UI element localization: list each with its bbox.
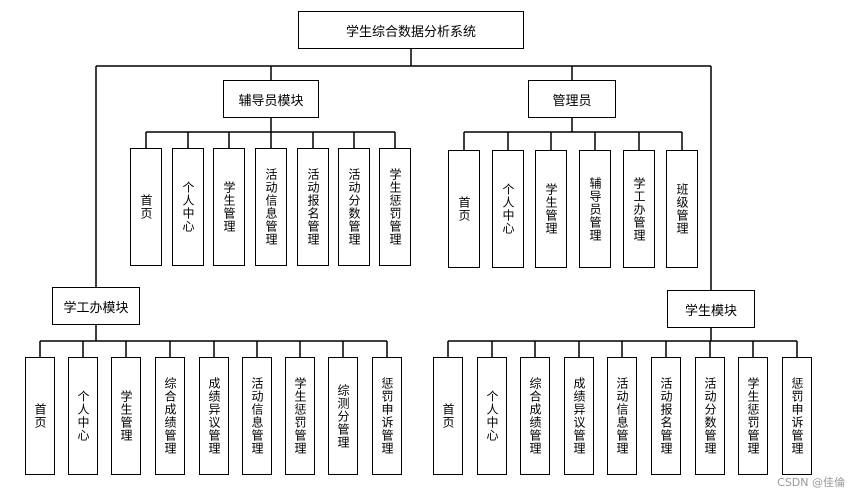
office-leaf-node: 学生惩罚管理 [285, 357, 315, 475]
student-leaf-node: 学生惩罚管理 [738, 357, 768, 475]
counselor-leaf-label: 首页 [139, 194, 153, 220]
office-leaf-node: 惩罚申诉管理 [372, 357, 402, 475]
office-leaf-label: 学生惩罚管理 [293, 377, 307, 455]
office-module-node: 学工办模块 [52, 287, 140, 325]
counselor-leaf-label: 个人中心 [181, 181, 195, 233]
office-leaf-node: 活动信息管理 [242, 357, 272, 475]
admin-leaf-node: 个人中心 [492, 150, 524, 268]
office-leaf-node: 个人中心 [68, 357, 98, 475]
root-node-label: 学生综合数据分析系统 [345, 24, 476, 40]
counselor-leaf-label: 学生管理 [222, 181, 236, 233]
student-leaf-label: 综合成绩管理 [528, 377, 542, 455]
office-leaf-label: 学生管理 [119, 390, 133, 442]
counselor-leaf-node: 学生惩罚管理 [379, 148, 411, 266]
student-leaf-label: 首页 [441, 403, 455, 429]
counselor-leaf-label: 活动报名管理 [306, 168, 320, 246]
admin-leaf-label: 学生管理 [544, 183, 558, 235]
counselor-leaf-label: 学生惩罚管理 [388, 168, 402, 246]
office-leaf-node: 综测分管理 [328, 357, 358, 475]
student-leaf-label: 成绩异议管理 [572, 377, 586, 455]
student-leaf-node: 成绩异议管理 [564, 357, 594, 475]
counselor-leaf-node: 活动信息管理 [255, 148, 287, 266]
admin-leaf-label: 学工办管理 [632, 176, 646, 242]
admin-leaf-label: 首页 [457, 196, 471, 222]
student-leaf-label: 惩罚申诉管理 [790, 377, 804, 455]
counselor-leaf-node: 个人中心 [172, 148, 204, 266]
office-leaf-label: 综测分管理 [336, 383, 350, 449]
admin-module-node: 管理员 [528, 80, 616, 118]
counselor-module-node: 辅导员模块 [223, 80, 319, 118]
office-leaf-node: 首页 [25, 357, 55, 475]
admin-leaf-label: 个人中心 [501, 183, 515, 235]
office-leaf-node: 综合成绩管理 [155, 357, 185, 475]
root-node: 学生综合数据分析系统 [298, 11, 524, 49]
office-leaf-node: 成绩异议管理 [199, 357, 229, 475]
admin-leaf-node: 学生管理 [535, 150, 567, 268]
counselor-leaf-node: 学生管理 [213, 148, 245, 266]
student-leaf-node: 个人中心 [477, 357, 507, 475]
student-leaf-node: 活动分数管理 [695, 357, 725, 475]
counselor-leaf-label: 活动分数管理 [347, 168, 361, 246]
admin-leaf-node: 辅导员管理 [579, 150, 611, 268]
admin-leaf-label: 辅导员管理 [588, 176, 602, 242]
student-leaf-node: 首页 [433, 357, 463, 475]
student-leaf-label: 活动分数管理 [703, 377, 717, 455]
office-leaf-label: 首页 [33, 403, 47, 429]
counselor-leaf-label: 活动信息管理 [264, 168, 278, 246]
admin-module-label: 管理员 [552, 93, 592, 109]
admin-leaf-node: 学工办管理 [623, 150, 655, 268]
counselor-leaf-node: 活动报名管理 [297, 148, 329, 266]
admin-leaf-node: 班级管理 [666, 150, 698, 268]
student-module-node: 学生模块 [667, 290, 755, 328]
office-leaf-label: 综合成绩管理 [163, 377, 177, 455]
student-leaf-node: 综合成绩管理 [520, 357, 550, 475]
student-module-label: 学生模块 [684, 303, 737, 319]
student-leaf-node: 活动报名管理 [651, 357, 681, 475]
office-module-label: 学工办模块 [63, 300, 129, 316]
student-leaf-label: 活动信息管理 [615, 377, 629, 455]
admin-leaf-label: 班级管理 [675, 183, 689, 235]
student-leaf-label: 个人中心 [485, 390, 499, 442]
student-leaf-node: 活动信息管理 [607, 357, 637, 475]
counselor-leaf-node: 活动分数管理 [338, 148, 370, 266]
student-leaf-label: 活动报名管理 [659, 377, 673, 455]
watermark: CSDN @佳倫 [777, 476, 845, 489]
office-leaf-label: 个人中心 [76, 390, 90, 442]
counselor-leaf-node: 首页 [130, 148, 162, 266]
office-leaf-label: 活动信息管理 [250, 377, 264, 455]
office-leaf-label: 成绩异议管理 [207, 377, 221, 455]
office-leaf-label: 惩罚申诉管理 [380, 377, 394, 455]
student-leaf-label: 学生惩罚管理 [746, 377, 760, 455]
counselor-module-label: 辅导员模块 [238, 93, 304, 109]
admin-leaf-node: 首页 [448, 150, 480, 268]
office-leaf-node: 学生管理 [111, 357, 141, 475]
student-leaf-node: 惩罚申诉管理 [782, 357, 812, 475]
